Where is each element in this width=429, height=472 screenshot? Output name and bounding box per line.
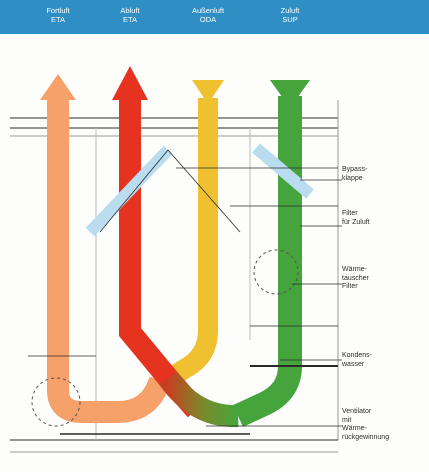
supply-air-band: [232, 96, 302, 427]
header-band: [0, 0, 429, 34]
flow-label-supply: Zuluft SUP: [280, 6, 300, 24]
leader-lines: [206, 179, 342, 427]
left-fan: [31, 377, 81, 427]
side-label-exchanger: Wärme- tauscher Filter: [342, 266, 369, 290]
side-label-bypass: Bypass- klappe: [342, 166, 368, 182]
extract-arrow: [112, 66, 148, 100]
exhaust-air-band: [47, 100, 171, 423]
bypass-dampers: [85, 143, 314, 237]
side-label-condensate: Kondens- wasser: [342, 352, 372, 368]
supply-arrow: [270, 80, 310, 108]
outdoor-air-band: [154, 98, 218, 393]
exhaust-arrow: [40, 74, 76, 100]
heat-exchange-crossing: [158, 371, 239, 428]
flow-label-extract: Abluft ETA: [120, 6, 140, 24]
side-label-filter: Filter für Zuluft: [342, 210, 370, 226]
flow-label-exhaust: Fortluft ETA: [46, 6, 70, 24]
flow-label-outdoor: Außenluft ODA: [191, 6, 225, 24]
outdoor-arrow: [192, 80, 224, 104]
side-label-fan: Ventilator mit Wärme- rückgewinnung: [342, 408, 390, 441]
right-fan: [253, 249, 299, 295]
heat-exchanger-lines: [28, 149, 338, 435]
